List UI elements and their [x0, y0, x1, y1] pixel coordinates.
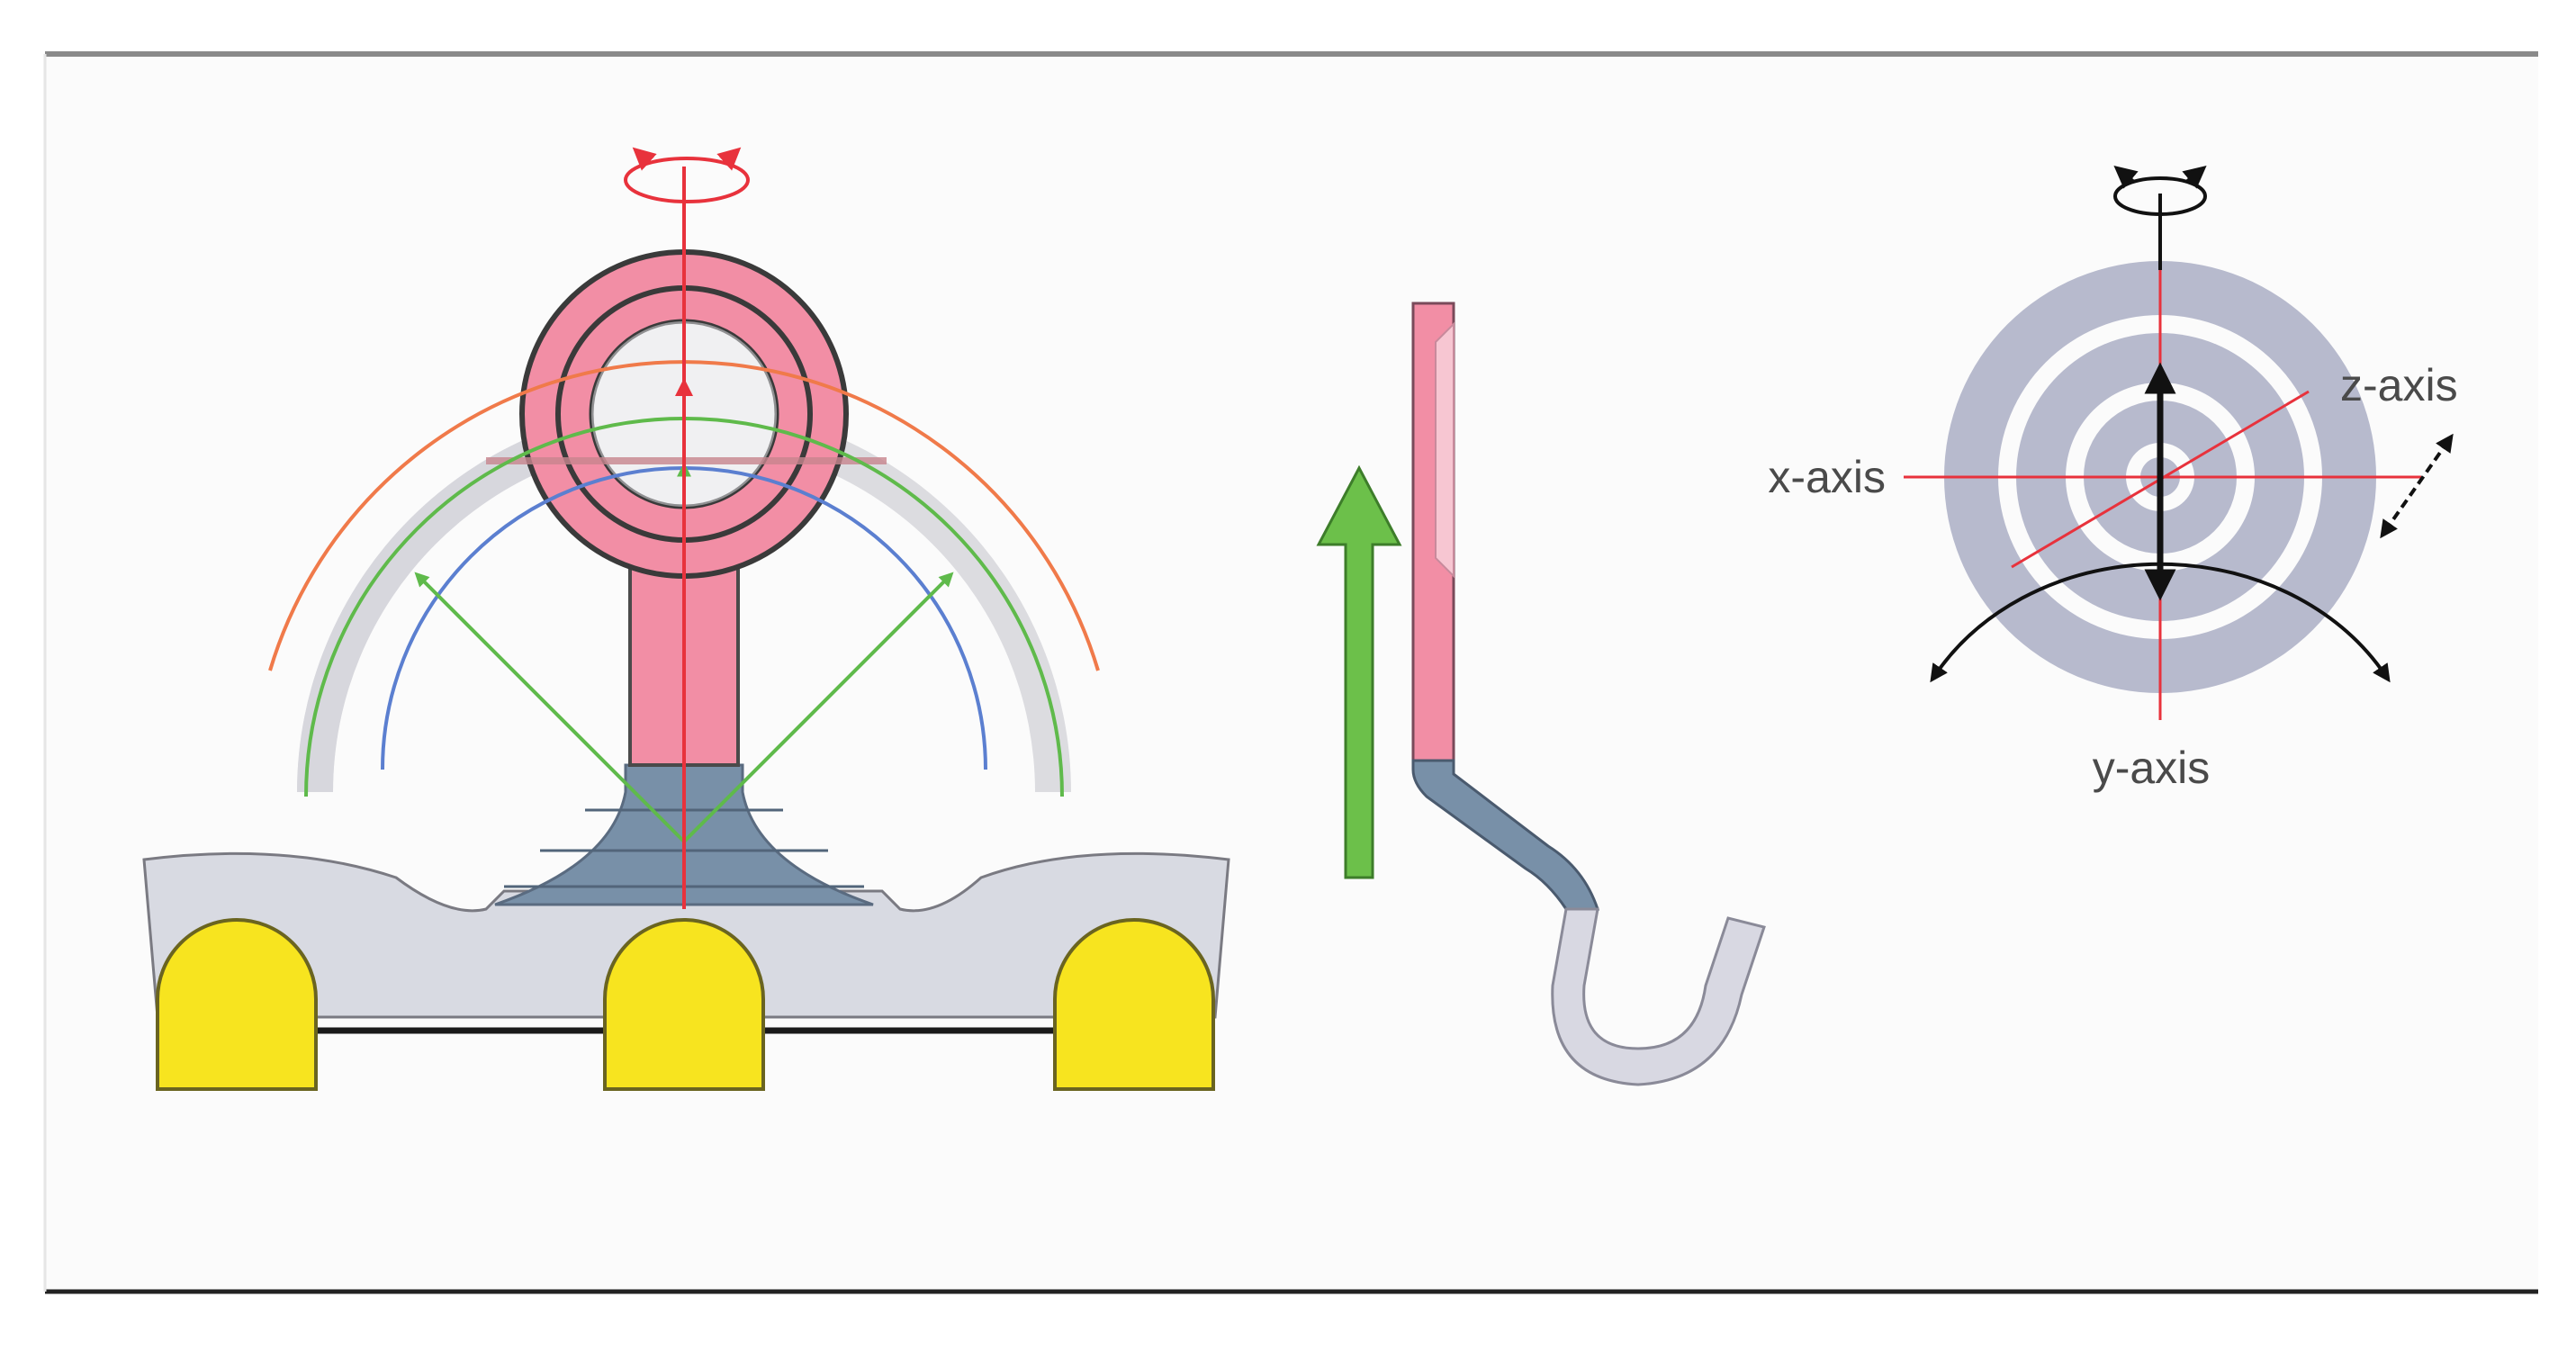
up-arrow-icon: [1316, 464, 1402, 879]
hook-plate-bevel: [1435, 321, 1455, 579]
lifting-eye-assembly: [142, 147, 1230, 1091]
hook-j-curve: [1551, 907, 1766, 1086]
tilt-rotation-arc: [1930, 562, 2391, 683]
hook-side-view: [1411, 302, 1766, 1086]
green-load-vector-right: [682, 572, 954, 843]
x-axis-label: x-axis: [1768, 452, 1886, 502]
swing-shadow-band-inner: [297, 405, 684, 792]
y-axis-label: y-axis: [2093, 743, 2211, 793]
yellow-pad-left: [156, 918, 318, 1091]
z-direction-double-arrow: [2380, 433, 2454, 539]
green-load-vector-left: [414, 572, 686, 843]
z-axis-label: z-axis: [2340, 360, 2458, 410]
rotation-arrow-icon: [2113, 165, 2207, 216]
yellow-pad-center: [603, 918, 765, 1091]
lift-direction-group: [1316, 464, 1402, 879]
yellow-pad-right: [1053, 918, 1215, 1091]
axis-target-diagram: x-axis y-axis z-axis: [1768, 165, 2458, 793]
rotation-arrow-icon: [624, 147, 750, 203]
hook-bent-neck: [1411, 759, 1600, 911]
